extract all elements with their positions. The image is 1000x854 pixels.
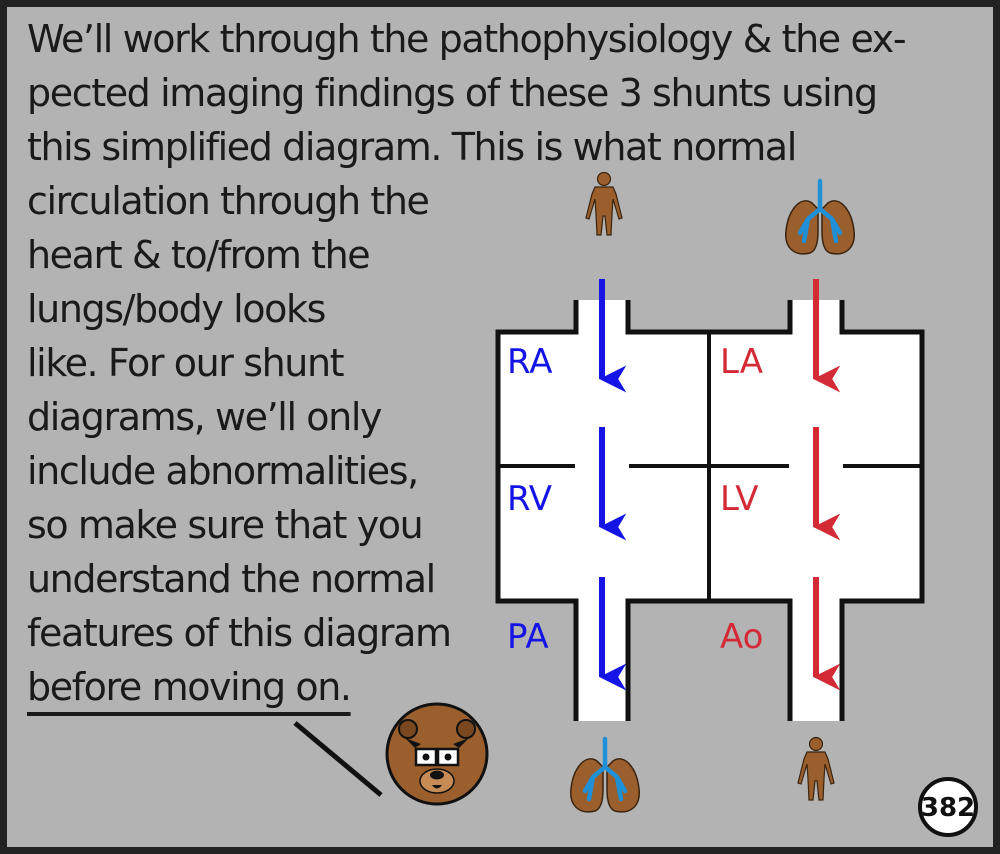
- label-ra: RA: [507, 342, 553, 382]
- text-line-7: like. For our shunt: [27, 341, 345, 385]
- human-body-icon: [797, 736, 835, 801]
- text-line-10: so make sure that you: [27, 503, 424, 547]
- page-number: 382: [921, 793, 975, 823]
- lungs-icon: [570, 736, 640, 813]
- text-line-12: features of this diagram: [27, 611, 452, 655]
- heart-outline-middle-top: [625, 300, 793, 335]
- lungs-icon: [785, 178, 855, 255]
- text-line-4: circulation through the: [27, 179, 430, 223]
- heart-circulation-diagram: RA RV PA LA LV Ao: [293, 171, 978, 837]
- heart-outline-middle-bottom: [625, 598, 793, 721]
- text-line-8: diagrams, we’ll only: [27, 395, 382, 439]
- label-rv: RV: [507, 479, 552, 519]
- text-line-13: before moving on.: [27, 665, 352, 709]
- text-line-11: understand the normal: [27, 557, 436, 601]
- label-la: LA: [720, 342, 763, 382]
- text-line-9: include abnormalities,: [27, 449, 419, 493]
- text-line-3: this simplified diagram. This is what no…: [27, 125, 797, 169]
- text-line-2: pected imaging findings of these 3 shunt…: [27, 71, 878, 115]
- text-line-1: We’ll work through the pathophysiology &…: [27, 17, 907, 61]
- page-number-badge: 382: [918, 777, 978, 837]
- bear-face-icon: [385, 702, 489, 806]
- text-line-6: lungs/body looks: [27, 287, 326, 331]
- speech-pointer-line: [293, 721, 383, 797]
- text-line-5: heart & to/from the: [27, 233, 371, 277]
- human-body-icon: [585, 171, 623, 236]
- label-lv: LV: [720, 479, 758, 519]
- label-ao: Ao: [720, 617, 763, 657]
- label-pa: PA: [507, 617, 549, 657]
